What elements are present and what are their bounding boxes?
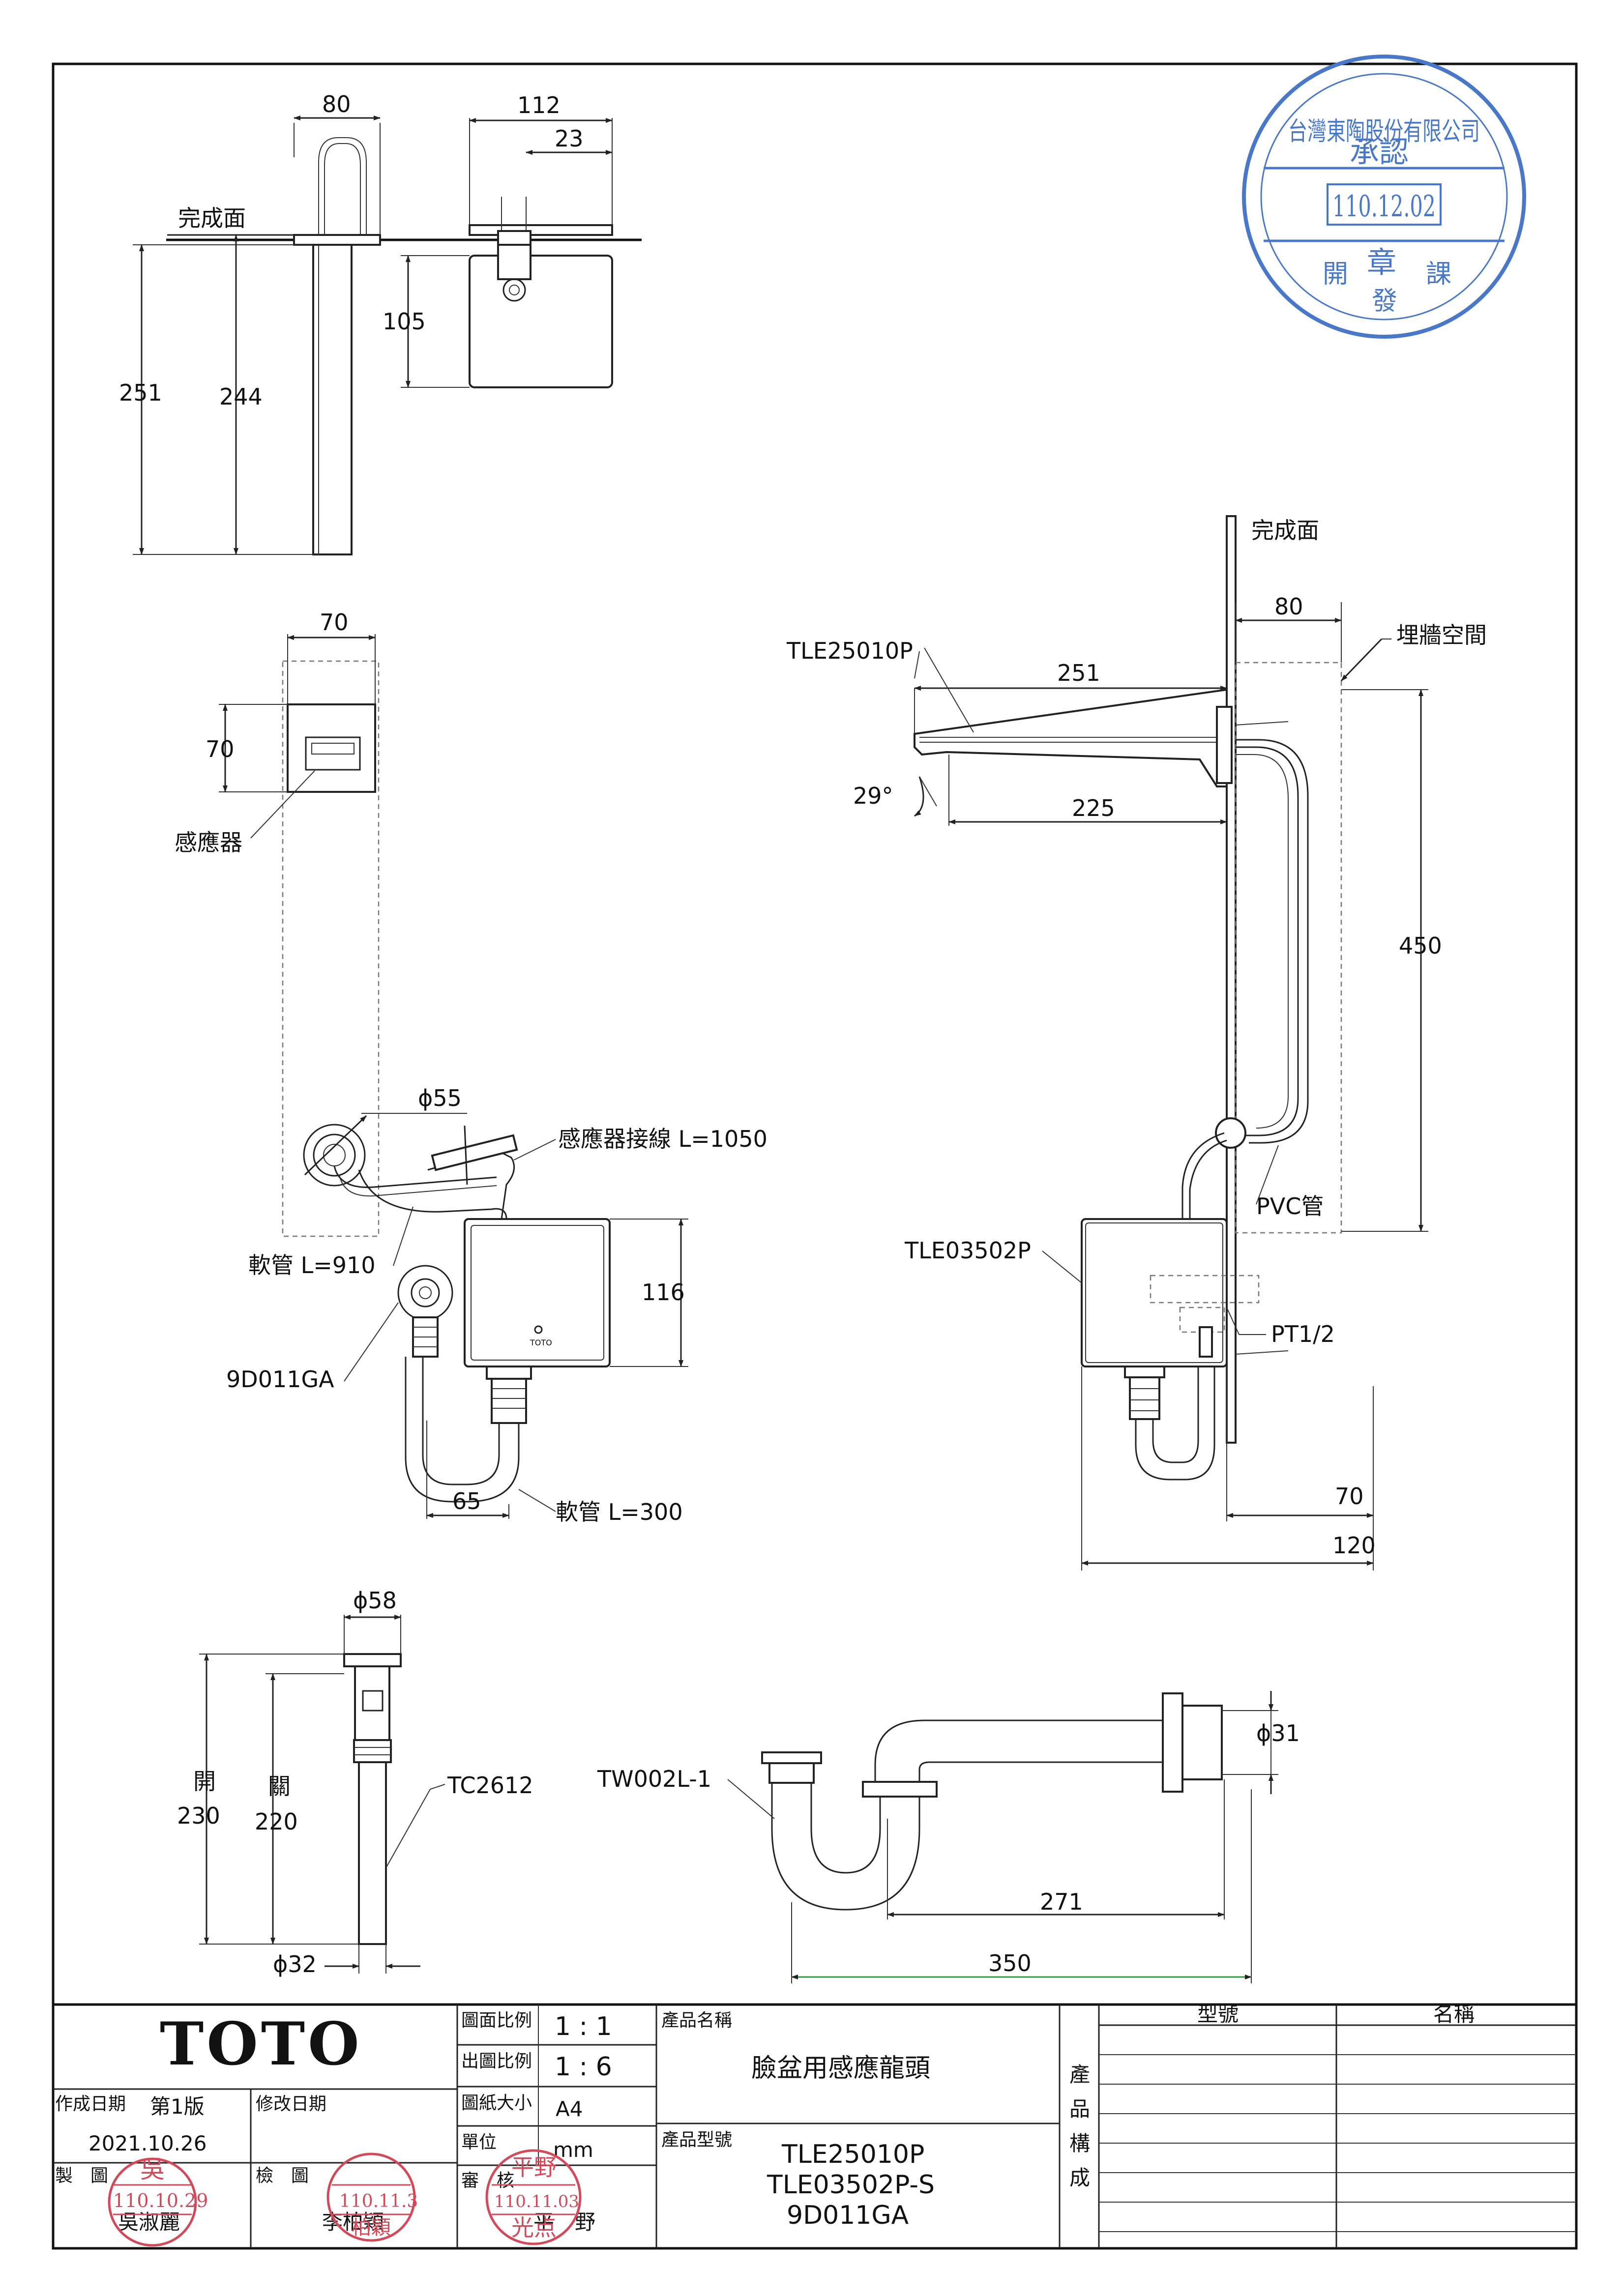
print-scale-label: 出圖比例 (461, 2051, 532, 2071)
checked-label: 檢 圖 (256, 2166, 309, 2186)
approved-stamp: 平野 110.11.03 光点 (485, 2149, 582, 2245)
wall-space-label: 埋牆空間 (1396, 622, 1487, 648)
checked-stamp-name: 柏穎 (352, 2216, 391, 2239)
approved-stamp-top: 平野 (511, 2154, 557, 2180)
dim-sensor-height: 70 (206, 736, 235, 762)
product-name-label: 產品名稱 (661, 2010, 732, 2031)
side-section-view: 完成面 80 (786, 515, 1487, 1570)
dim-box-height: 105 (383, 308, 426, 335)
drawn-label: 製 圖 (55, 2166, 108, 2186)
top-plan-view: 80 251 244 完成面 (119, 91, 642, 555)
approved-stamp-date: 110.11.03 (494, 2192, 579, 2211)
install-view: TOTO ϕ55 感應器接線 L=1050 軟管 L=910 9D011GA 1… (226, 1085, 768, 1525)
finished-surface-label-top: 完成面 (178, 205, 246, 232)
scale-label: 圖面比例 (461, 2010, 532, 2031)
dim-wall-space: 80 (1274, 593, 1303, 620)
sheet-border (52, 62, 1578, 2250)
product-name: 臉盆用感應龍頭 (751, 2054, 930, 2083)
brand-logo: TOTO (160, 2009, 362, 2079)
dim-hose-offset: 65 (452, 1488, 481, 1514)
composition-char-4: 成 (1069, 2166, 1090, 2190)
dim-box-offset: 23 (555, 125, 584, 152)
dim-drain-bottom: ϕ32 (273, 1951, 317, 1977)
sensor-front-view: 70 70 感應器 (175, 609, 380, 1237)
model-3: 9D011GA (787, 2201, 909, 2230)
model-col-header: 型號 (1197, 2002, 1239, 2026)
box-part-label: TLE03502P (904, 1237, 1031, 1264)
pop-up-drain-view: ϕ58 開 230 關 220 TC2612 ϕ32 (177, 1587, 533, 1977)
valve-part-label: 9D011GA (226, 1366, 334, 1393)
dim-trap-271: 271 (1040, 1889, 1083, 1915)
stamp-dept-right: 課 (1426, 260, 1451, 289)
approval-stamp: 台灣東陶股份有限公司 承認 110.12.02 章 開 發 課 (1242, 55, 1526, 339)
dim-side-height: 450 (1399, 932, 1442, 959)
drawn-stamp-date: 110.10.29 (113, 2190, 208, 2211)
dim-top-width: 80 (322, 91, 351, 117)
p-trap-view: ϕ31 TW002L-1 271 350 (597, 1691, 1300, 1983)
composition-char-1: 產 (1069, 2063, 1090, 2087)
dim-spout-reach: 225 (1072, 795, 1115, 821)
finished-surface-label-side: 完成面 (1251, 517, 1319, 544)
model-2: TLE03502P-S (767, 2170, 935, 2200)
hose-300-label: 軟管 L=300 (556, 1499, 683, 1525)
stamp-dept-mid: 發 (1372, 287, 1397, 316)
spout-part-label: TLE25010P (786, 638, 913, 664)
control-box-plan-view: 112 23 105 (383, 92, 613, 388)
svg-text:TOTO: TOTO (530, 1338, 552, 1347)
stamp-date: 110.12.02 (1332, 189, 1436, 224)
unit-label: 單位 (461, 2132, 497, 2152)
model-1: TLE25010P (781, 2140, 924, 2169)
drain-closed-height: 220 (255, 1808, 298, 1835)
hose-910-label: 軟管 L=910 (248, 1252, 376, 1279)
composition-char-3: 構 (1069, 2131, 1090, 2155)
drain-closed-label: 關 (268, 1773, 291, 1800)
trap-part-label: TW002L-1 (597, 1766, 711, 1792)
scale-value: 1 : 1 (555, 2012, 612, 2041)
created-label: 作成日期 (55, 2094, 126, 2114)
dim-depth-120: 120 (1332, 1532, 1376, 1559)
drawn-stamp: 吳 110.10.29 (108, 2155, 208, 2247)
name-col-header: 名稱 (1433, 2002, 1475, 2026)
revised-label: 修改日期 (256, 2094, 326, 2114)
dim-flange-diameter: ϕ55 (418, 1085, 462, 1111)
drain-open-label: 開 (193, 1768, 216, 1795)
created-date: 2021.10.26 (89, 2131, 207, 2155)
version-label: 第1版 (150, 2094, 205, 2119)
dim-height-244: 244 (219, 383, 263, 410)
stamp-dept-left: 開 (1323, 260, 1348, 289)
dim-box-116: 116 (642, 1279, 685, 1306)
dim-spout-length: 251 (1057, 660, 1100, 686)
sensor-label: 感應器 (175, 829, 242, 856)
drawn-by: 吳淑麗 (118, 2210, 180, 2234)
drawn-stamp-top: 吳 (140, 2155, 165, 2183)
checked-stamp-date: 110.11.3 (339, 2191, 418, 2211)
pvc-label: PVC管 (1256, 1193, 1324, 1220)
title-block: TOTO 圖面比例 1 : 1 出圖比例 1 : 6 圖紙大小 A4 單位 mm… (53, 2002, 1576, 2248)
dim-sensor-width: 70 (320, 609, 349, 636)
dim-box-width: 112 (517, 92, 561, 118)
paper-value: A4 (556, 2097, 583, 2121)
dim-angle: 29° (853, 783, 893, 809)
dim-trap-outlet: ϕ31 (1256, 1720, 1300, 1746)
dim-drain-top: ϕ58 (353, 1587, 397, 1614)
product-model-label: 產品型號 (661, 2130, 732, 2150)
paper-label: 圖紙大小 (461, 2093, 532, 2113)
print-scale-value: 1 : 6 (555, 2052, 612, 2082)
dim-trap-350: 350 (988, 1950, 1032, 1976)
sensor-cable-label: 感應器接線 L=1050 (558, 1126, 768, 1152)
stamp-seal: 章 (1367, 246, 1396, 280)
approved-stamp-name: 光点 (511, 2214, 557, 2241)
dim-depth-70: 70 (1335, 1483, 1364, 1510)
drain-part-label: TC2612 (447, 1772, 533, 1799)
stamp-company: 台灣東陶股份有限公司 (1288, 117, 1480, 146)
thread-label: PT1/2 (1271, 1321, 1335, 1347)
drain-open-height: 230 (177, 1802, 220, 1829)
checked-stamp: 110.11.3 柏穎 (326, 2152, 418, 2242)
composition-char-2: 品 (1069, 2097, 1090, 2121)
stamp-approved: 承認 (1350, 135, 1409, 170)
dim-height-251: 251 (119, 379, 162, 406)
